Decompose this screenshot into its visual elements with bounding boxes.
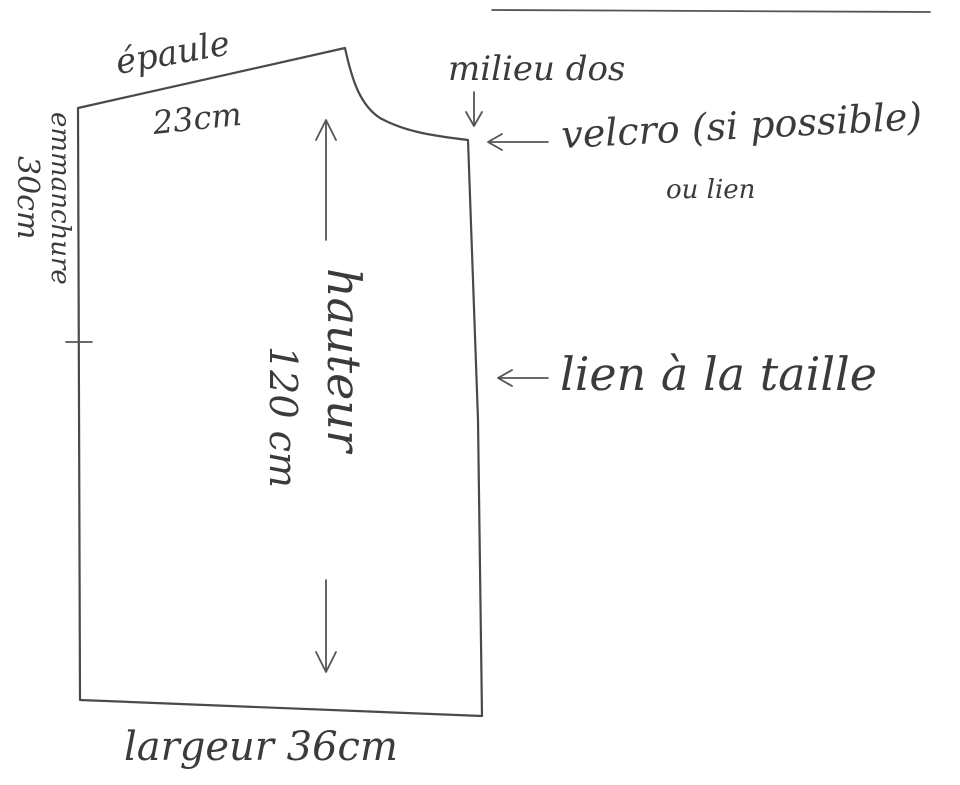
height-arrow-down xyxy=(315,579,337,673)
pattern-outline xyxy=(76,46,484,718)
armhole-measure: 30cm xyxy=(10,156,45,239)
center-back-label: milieu dos xyxy=(448,49,625,89)
waist-tie-arrow xyxy=(497,369,549,387)
velcro-label: velcro (si possible) xyxy=(560,94,923,157)
width-label: largeur 36cm xyxy=(124,724,398,770)
waist-tie-label: lien à la taille xyxy=(560,347,877,401)
center-back-arrow xyxy=(465,91,483,127)
or-tie-label: ou lien xyxy=(666,175,755,205)
height-arrow-up xyxy=(315,119,337,241)
height-measure: 120 cm xyxy=(261,346,305,488)
shoulder-label: épaule xyxy=(113,23,233,82)
velcro-arrow xyxy=(487,133,549,151)
armhole-label: emmanchure xyxy=(45,112,75,285)
shoulder-measure: 23cm xyxy=(150,95,243,142)
height-label: hauteur xyxy=(317,268,371,455)
scan-edge-line xyxy=(491,9,931,13)
